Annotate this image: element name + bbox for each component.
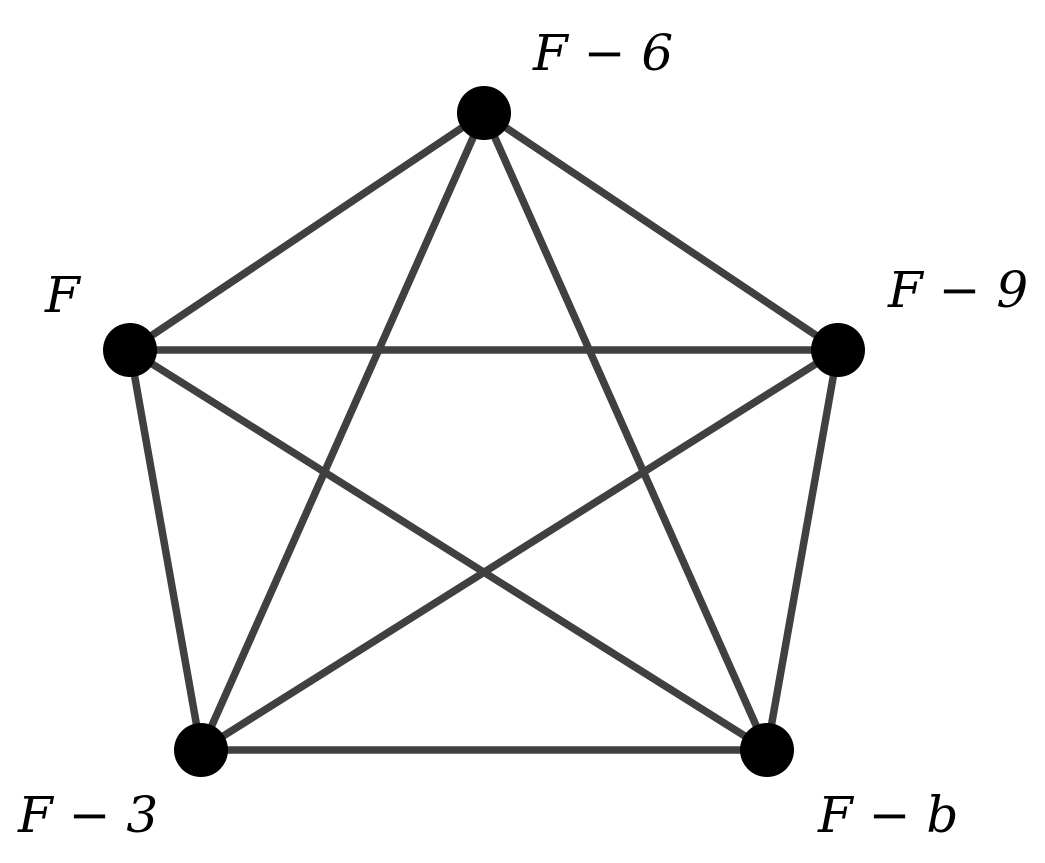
node-label-top: F − 6 bbox=[533, 24, 674, 82]
edge-left-bottom-right bbox=[126, 346, 771, 754]
node-label-bottom-left: F − 3 bbox=[18, 786, 159, 844]
node-left bbox=[103, 323, 157, 377]
nodes-group bbox=[103, 86, 865, 777]
node-label-right: F − 9 bbox=[888, 261, 1029, 319]
node-label-bottom-right: F − b bbox=[818, 786, 959, 844]
edges-group bbox=[126, 109, 842, 754]
edge-right-bottom-right bbox=[763, 346, 842, 754]
edge-top-bottom-right bbox=[480, 109, 771, 754]
edge-top-right bbox=[480, 109, 842, 354]
node-right bbox=[811, 323, 865, 377]
node-top bbox=[457, 86, 511, 140]
edge-right-bottom-left bbox=[197, 346, 842, 754]
node-bottom-right bbox=[740, 723, 794, 777]
node-bottom-left bbox=[174, 723, 228, 777]
edge-top-bottom-left bbox=[197, 109, 488, 754]
edge-left-bottom-left bbox=[126, 346, 205, 754]
edge-top-left bbox=[126, 109, 488, 354]
node-label-left: F bbox=[45, 266, 80, 324]
